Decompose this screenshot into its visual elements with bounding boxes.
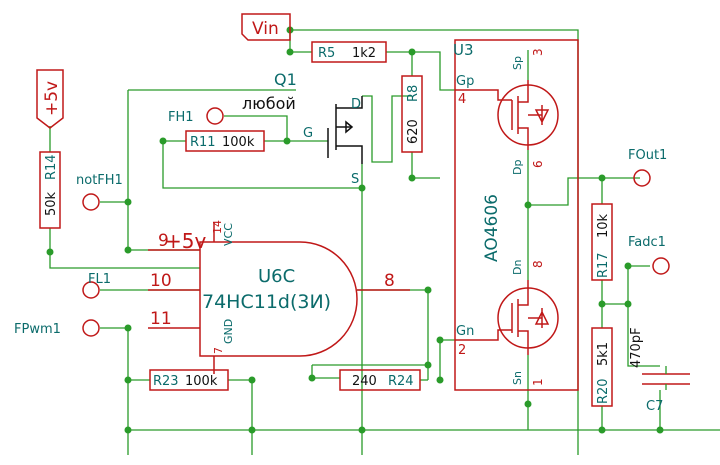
- svg-text:G: G: [303, 126, 313, 141]
- r17: R17 10k: [591, 203, 613, 281]
- svg-text:620: 620: [406, 119, 421, 144]
- svg-text:2: 2: [458, 343, 466, 358]
- svg-text:FOut1: FOut1: [628, 148, 667, 163]
- u3-ref: U3: [453, 41, 474, 59]
- label-fadc1: Fadc1: [628, 235, 670, 275]
- svg-text:R23: R23: [153, 374, 179, 389]
- label-fpwm1: FPwm1: [14, 319, 100, 337]
- label-notfh1: notFH1: [76, 173, 123, 211]
- plus5v-power-symbol: +5v: [36, 69, 64, 129]
- svg-text:Sn: Sn: [511, 371, 524, 385]
- svg-text:100k: 100k: [185, 374, 218, 389]
- svg-text:6: 6: [531, 160, 545, 168]
- svg-text:R20: R20: [596, 378, 611, 404]
- label-fout1: FOut1: [628, 148, 667, 187]
- svg-text:240: 240: [352, 374, 377, 389]
- r11: R11 100k: [185, 130, 265, 152]
- svg-text:Dn: Dn: [511, 260, 524, 275]
- svg-text:D: D: [351, 97, 361, 112]
- r24: 240 R24: [339, 369, 421, 391]
- u6-ref: U6C: [258, 266, 295, 287]
- svg-text:R8: R8: [406, 85, 421, 102]
- svg-text:FH1: FH1: [168, 110, 194, 125]
- r23: R23 100k: [149, 369, 229, 391]
- svg-text:VCC: VCC: [222, 223, 235, 246]
- svg-text:9: 9: [158, 231, 169, 251]
- svg-text:10k: 10k: [596, 213, 611, 238]
- r5: R5 1k2: [311, 41, 387, 63]
- svg-text:GND: GND: [222, 319, 235, 344]
- svg-text:+5v: +5v: [165, 229, 206, 253]
- svg-text:+5v: +5v: [42, 81, 62, 116]
- junctions: [46, 26, 664, 434]
- u6c-and-gate: 9 10 11 8 U6C 74HC11d(3И) VCC 14 GND 7 +…: [148, 220, 410, 374]
- svg-text:14: 14: [211, 220, 224, 234]
- svg-text:8: 8: [384, 271, 395, 291]
- svg-text:R24: R24: [388, 374, 414, 389]
- svg-text:7: 7: [212, 347, 225, 354]
- svg-text:100k: 100k: [222, 135, 255, 150]
- svg-text:R17: R17: [596, 252, 611, 278]
- r20: R20 5k1: [591, 327, 613, 407]
- r14: R14 50k: [39, 151, 61, 229]
- svg-text:FPwm1: FPwm1: [14, 322, 61, 337]
- svg-text:R11: R11: [190, 135, 216, 150]
- svg-text:5k1: 5k1: [596, 342, 611, 366]
- svg-text:Fadc1: Fadc1: [628, 235, 666, 250]
- svg-text:Gp: Gp: [456, 74, 474, 89]
- u3-ao4606: U3 AO4606 Gp Gn Sp Dp Dn Sn 4 2 3 6 8 1: [453, 39, 579, 391]
- svg-text:11: 11: [150, 309, 172, 329]
- label-fh1: FH1: [168, 107, 224, 125]
- svg-text:4: 4: [458, 92, 466, 107]
- svg-text:470pF: 470pF: [629, 327, 644, 368]
- q1-value: любой: [242, 94, 296, 113]
- svg-text:Vin: Vin: [252, 19, 279, 39]
- svg-text:50k: 50k: [44, 191, 59, 216]
- q1-ref: Q1: [274, 70, 297, 89]
- svg-text:R14: R14: [44, 154, 59, 180]
- svg-text:FL1: FL1: [88, 272, 111, 287]
- svg-text:Gn: Gn: [456, 324, 474, 339]
- r8: R8 620: [401, 75, 423, 153]
- svg-text:3: 3: [531, 48, 545, 56]
- svg-text:10: 10: [150, 271, 172, 291]
- svg-text:Sp: Sp: [511, 56, 524, 70]
- svg-text:notFH1: notFH1: [76, 173, 123, 188]
- c7-capacitor: 470pF C7: [629, 327, 690, 414]
- svg-text:1k2: 1k2: [352, 46, 376, 61]
- svg-text:Dp: Dp: [511, 160, 524, 175]
- u3-part: AO4606: [482, 194, 502, 262]
- svg-text:R5: R5: [318, 46, 335, 61]
- svg-text:S: S: [351, 172, 359, 187]
- q1-mosfet: Q1 любой D G S: [242, 70, 363, 187]
- svg-text:8: 8: [531, 260, 545, 268]
- svg-text:C7: C7: [646, 399, 663, 414]
- vin-power-symbol: Vin: [241, 13, 291, 41]
- label-fl1: FL1: [82, 272, 111, 299]
- svg-text:1: 1: [531, 378, 545, 386]
- u6-part: 74HC11d(3И): [202, 291, 331, 313]
- wires: [49, 29, 720, 455]
